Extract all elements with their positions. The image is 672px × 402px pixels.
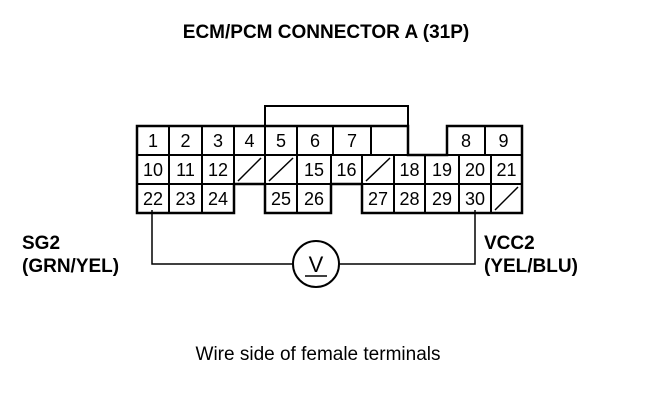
pin-cell-16: 16 [330, 154, 363, 185]
vcc2-label: VCC2 [484, 233, 535, 254]
pin-number: 26 [304, 189, 324, 209]
pin-cell-border [296, 154, 332, 185]
pin-number: 25 [271, 189, 291, 209]
pin-number: 18 [399, 160, 419, 180]
wire-sg2 [151, 210, 293, 265]
vcc2-wire-color: (YEL/BLU) [484, 256, 578, 277]
pin-number: 7 [347, 131, 357, 151]
pin-cell-empty [361, 154, 395, 185]
pin-number: 30 [465, 189, 485, 209]
pin-cell-26: 26 [296, 183, 332, 214]
wire-vcc2 [339, 210, 476, 265]
pin-number: 16 [336, 160, 356, 180]
sg2-wire-color: (GRN/YEL) [22, 256, 119, 277]
pin-cell-empty [264, 154, 298, 185]
pin-cell-9: 9 [484, 125, 523, 156]
pin-cell-10: 10 [136, 154, 170, 185]
pin-number: 12 [208, 160, 228, 180]
pin-cell-4: 4 [233, 125, 266, 156]
pin-cell-2: 2 [168, 125, 203, 156]
empty-slot-slash [237, 157, 262, 182]
pin-cell-20: 20 [458, 154, 492, 185]
pin-cell-5: 5 [264, 125, 298, 156]
pin-cell-23: 23 [168, 183, 203, 214]
pin-cell-6: 6 [296, 125, 334, 156]
pin-number: 5 [276, 131, 286, 151]
pin-cell-border [264, 183, 298, 214]
voltmeter-icon [292, 240, 340, 288]
pin-cell-empty [233, 154, 266, 185]
empty-slot-slash [268, 157, 294, 182]
pin-number: 23 [175, 189, 195, 209]
pin-cell-21: 21 [490, 154, 523, 185]
pin-number: 3 [213, 131, 223, 151]
pin-cell-7: 7 [332, 125, 372, 156]
pin-cell-12: 12 [201, 154, 235, 185]
diagram-title: ECM/PCM CONNECTOR A (31P) [183, 22, 469, 43]
connector-outline [135, 124, 524, 215]
pin-cell-25: 25 [264, 183, 298, 214]
empty-slot-slash [365, 157, 391, 182]
connector-lock-tab [264, 105, 409, 126]
pin-cell-3: 3 [201, 125, 235, 156]
pin-number: 10 [143, 160, 163, 180]
pin-number: 24 [208, 189, 228, 209]
pin-number: 21 [496, 160, 516, 180]
pin-cell-22: 22 [136, 183, 170, 214]
pin-number: 6 [310, 131, 320, 151]
pin-cell-28: 28 [393, 183, 426, 214]
pin-cell-border [168, 183, 203, 214]
pin-cell-11: 11 [168, 154, 203, 185]
pin-number: 15 [304, 160, 324, 180]
pin-number: 8 [461, 131, 471, 151]
pin-cell-15: 15 [296, 154, 332, 185]
pin-cell-border [296, 183, 332, 214]
pin-cell-29: 29 [424, 183, 460, 214]
empty-slot-slash [494, 186, 519, 211]
pin-cell-8: 8 [446, 125, 486, 156]
pin-cell-border [490, 154, 523, 185]
pin-number: 1 [148, 131, 158, 151]
pin-cell-24: 24 [201, 183, 235, 214]
pin-number: 29 [432, 189, 452, 209]
pin-cell-30: 30 [458, 183, 492, 214]
pin-number: 28 [399, 189, 419, 209]
pin-cell-19: 19 [424, 154, 460, 185]
sg2-label: SG2 [22, 233, 60, 254]
pin-number: 11 [176, 160, 195, 180]
voltmeter-symbol: V [309, 252, 324, 277]
diagram-caption: Wire side of female terminals [196, 344, 441, 365]
pin-cell-27: 27 [361, 183, 395, 214]
pin-number: 9 [498, 131, 508, 151]
pin-number: 20 [465, 160, 485, 180]
pin-number: 2 [180, 131, 190, 151]
pin-number: 27 [368, 189, 388, 209]
pin-cell-1: 1 [136, 125, 170, 156]
pin-number: 19 [432, 160, 452, 180]
pin-cell-empty [490, 183, 523, 214]
pin-cell-border [424, 154, 460, 185]
pin-number: 22 [143, 189, 163, 209]
pin-number: 4 [244, 131, 254, 151]
pin-cell-18: 18 [393, 154, 426, 185]
